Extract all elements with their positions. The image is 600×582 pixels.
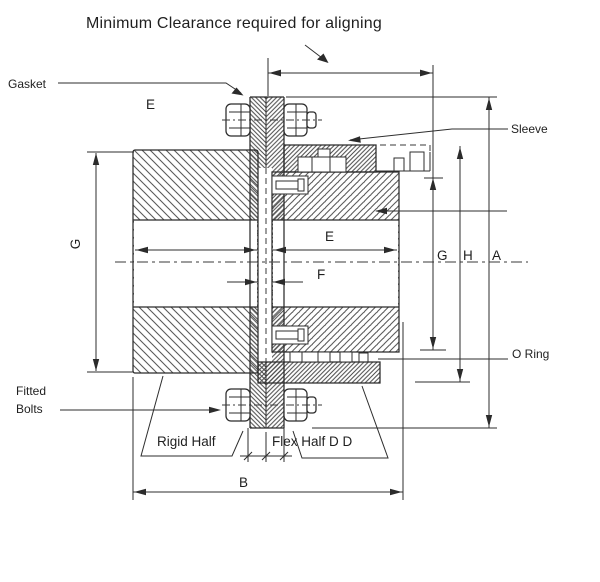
- flex-half-bracket: [292, 385, 389, 459]
- label-bolts: Bolts: [16, 402, 43, 416]
- o-ring-section: [358, 352, 369, 363]
- dim-label-e-top-left: E: [146, 97, 155, 112]
- dim-label-b: B: [239, 475, 248, 490]
- gasket-leader: [58, 82, 242, 94]
- dim-label-g-left: G: [68, 239, 83, 250]
- dim-label-g-right: G: [437, 248, 448, 263]
- sleeve-bottom-band: [258, 362, 380, 383]
- label-o-ring: O Ring: [512, 347, 549, 361]
- label-gasket: Gasket: [8, 77, 47, 91]
- rigid-half-bracket: [140, 375, 244, 457]
- diagram-title: Minimum Clearance required for aligning: [86, 15, 382, 32]
- label-fitted: Fitted: [16, 384, 46, 398]
- label-flex-half: Flex Half D D: [272, 434, 353, 449]
- dim-label-a: A: [492, 248, 501, 263]
- dim-label-e-right: E: [325, 229, 334, 244]
- centerlines: [115, 168, 528, 362]
- half-brackets: [140, 375, 389, 459]
- center-gap: [258, 168, 272, 362]
- right-bore: [273, 220, 398, 307]
- sleeve-leader: [349, 128, 508, 141]
- labels: Minimum Clearance required for aligning …: [8, 15, 549, 490]
- top-bolt: [222, 103, 322, 137]
- callout-leaders: [58, 82, 508, 414]
- bottom-bolt: [222, 388, 322, 422]
- dim-label-h: H: [463, 248, 473, 263]
- label-sleeve: Sleeve: [511, 122, 548, 136]
- left-bore: [134, 220, 257, 307]
- dimension-lines: [87, 44, 507, 500]
- dim-label-f: F: [317, 267, 325, 282]
- label-rigid-half: Rigid Half: [157, 434, 216, 449]
